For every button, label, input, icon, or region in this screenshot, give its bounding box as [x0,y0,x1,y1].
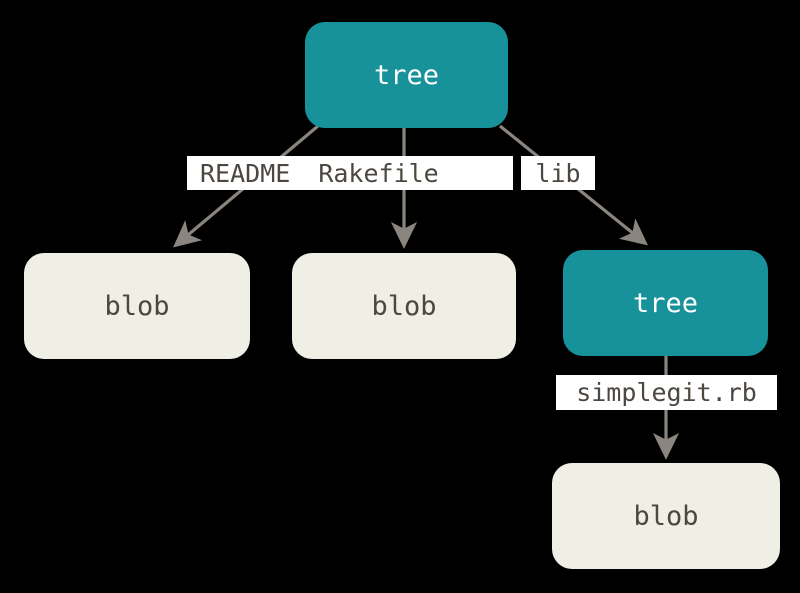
edge-label-simplegit: simplegit.rb [556,375,777,410]
edge-label-lib-text: lib [535,158,581,188]
node-blob-readme-label: blob [104,290,170,322]
edge-label-readme-text: README [200,158,291,188]
node-tree-root-label: tree [373,59,440,91]
node-tree-root[interactable]: tree [305,22,508,128]
edge-label-rakefile-text: Rakefile [318,158,439,188]
node-blob-simplegit[interactable]: blob [552,463,780,569]
edge-label-lib: lib [521,156,595,190]
node-blob-rakefile-label: blob [371,290,437,322]
edge-label-readme: README Rakefile [187,156,513,190]
node-tree-lib-label: tree [632,287,699,319]
node-blob-rakefile[interactable]: blob [292,253,516,359]
node-tree-lib[interactable]: tree [563,250,768,356]
node-blob-readme[interactable]: blob [24,253,250,359]
node-blob-simplegit-label: blob [633,500,699,532]
edge-label-simplegit-text: simplegit.rb [576,378,757,407]
